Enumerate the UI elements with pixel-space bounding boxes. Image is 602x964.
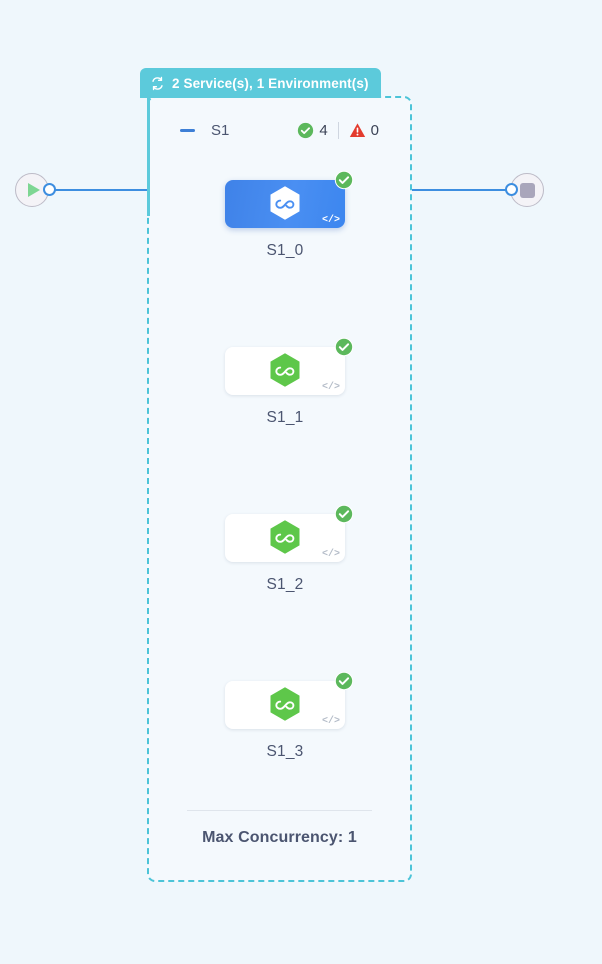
group-left-accent-band	[147, 96, 150, 216]
node-S1_2[interactable]: </> S1_2	[225, 504, 354, 594]
stop-icon	[519, 182, 535, 198]
node-label: S1_0	[266, 242, 304, 259]
warning-status: 0	[349, 122, 379, 139]
play-icon	[28, 183, 40, 197]
group-status-summary: 4 0	[297, 121, 379, 139]
group-name-label: S1	[211, 121, 230, 139]
status-divider	[337, 121, 339, 139]
group-footer: Max Concurrency: 1	[187, 810, 372, 847]
warning-triangle-icon	[349, 122, 365, 137]
hexagon-infinity-icon	[270, 353, 300, 387]
group-subheader-row: S1 4 0	[147, 113, 412, 147]
warning-count: 0	[370, 121, 379, 139]
check-circle-icon	[334, 671, 354, 691]
check-circle-icon	[334, 337, 354, 357]
max-concurrency-label: Max Concurrency: 1	[202, 829, 357, 846]
node-card[interactable]: </>	[225, 170, 354, 228]
check-circle-icon	[334, 504, 354, 524]
group-header-label: 2 Service(s), 1 Environment(s)	[172, 75, 369, 91]
success-count: 4	[319, 121, 328, 139]
code-icon[interactable]: </>	[321, 716, 340, 727]
group-header-tab[interactable]: 2 Service(s), 1 Environment(s)	[140, 68, 381, 98]
sync-icon	[152, 76, 163, 90]
node-label: S1_2	[266, 576, 304, 593]
success-status: 4	[297, 121, 328, 139]
hexagon-infinity-icon	[270, 520, 300, 554]
node-card[interactable]: </>	[225, 504, 354, 562]
minus-icon	[180, 128, 195, 132]
check-circle-icon	[298, 122, 314, 138]
code-icon[interactable]: </>	[321, 215, 340, 226]
edge-start-to-group	[48, 189, 147, 191]
check-circle-icon	[334, 170, 354, 190]
code-icon[interactable]: </>	[321, 549, 340, 560]
edge-group-to-end	[412, 189, 512, 191]
end-node-port-handle[interactable]	[505, 183, 518, 196]
node-card[interactable]: </>	[225, 671, 354, 729]
code-icon[interactable]: </>	[321, 382, 340, 393]
start-node-port-handle[interactable]	[43, 183, 56, 196]
node-label: S1_3	[266, 743, 304, 760]
node-S1_1[interactable]: </> S1_1	[225, 337, 354, 427]
node-S1_3[interactable]: </> S1_3	[225, 671, 354, 761]
hexagon-infinity-icon	[270, 186, 300, 220]
node-label: S1_1	[266, 409, 304, 426]
hexagon-infinity-icon	[270, 687, 300, 721]
node-S1_0[interactable]: </> S1_0	[225, 170, 354, 260]
footer-divider	[187, 810, 372, 811]
node-card[interactable]: </>	[225, 337, 354, 395]
collapse-group-button[interactable]	[179, 122, 196, 139]
